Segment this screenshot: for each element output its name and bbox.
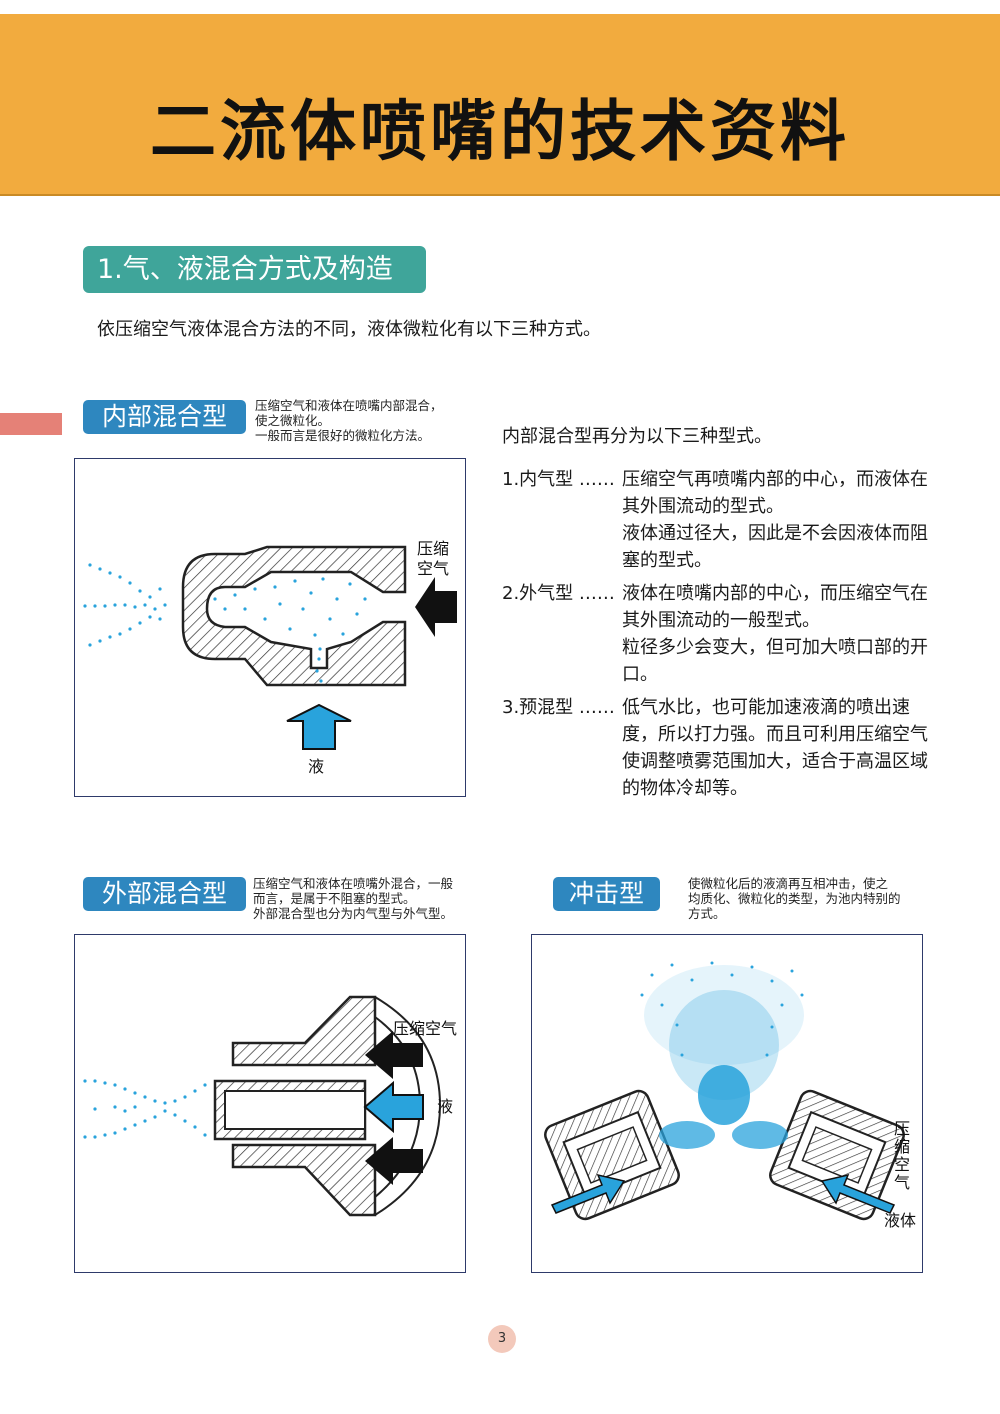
air-arrow-shape (415, 577, 457, 637)
page-number: 3 (488, 1325, 516, 1353)
internal-mix-svg (83, 545, 457, 750)
internal-mix-badge: 内部混合型 (83, 400, 246, 434)
liquid-label: 液体 (884, 1211, 917, 1230)
external-mix-badge: 外部混合型 (83, 877, 246, 911)
impact-note: 使微粒化后的液滴再互相冲击，使之均质化、微粒化的类型，为池内特别的方式。 (688, 876, 901, 921)
air-arrow-upper (365, 1031, 423, 1079)
external-mix-note: 压缩空气和液体在喷嘴外混合，一般而言，是属于不阻塞的型式。外部混合型也分为内气型… (253, 876, 454, 921)
air-label-line1: 压缩 (417, 539, 450, 558)
internal-mix-diagram: 压缩 空气 液 (74, 458, 466, 797)
external-mix-svg (83, 995, 442, 1217)
liquid-arrow (363, 1080, 424, 1134)
spray-dots (83, 563, 367, 683)
liquid-label: 液 (437, 1097, 454, 1116)
impact-diagram: 压缩空气 液体 (531, 934, 923, 1273)
air-label-vertical: 压缩空气 (894, 1119, 911, 1192)
liquid-arrow-right (820, 1173, 896, 1214)
header-band (0, 14, 1000, 196)
spray-cloud (640, 961, 804, 1149)
upper-cap-shape (231, 995, 377, 1067)
air-arrow-lower (365, 1137, 423, 1185)
liquid-arrow-shape (286, 703, 352, 750)
intro-text: 依压缩空气液体混合方法的不同，液体微粒化有以下三种方式。 (97, 319, 601, 340)
spray-dots (83, 1079, 207, 1139)
impact-svg (544, 961, 905, 1221)
air-label: 压缩空气 (393, 1019, 458, 1038)
page-title: 二流体喷嘴的技术资料 (150, 92, 850, 170)
section-heading: 1.气、液混合方式及构造 (83, 246, 426, 293)
liquid-label: 液 (308, 757, 325, 776)
lower-cap-shape (231, 1143, 377, 1217)
air-label-line2: 空气 (417, 559, 450, 578)
external-mix-diagram: 压缩空气 液 (74, 934, 466, 1273)
liquid-arrow-left (550, 1173, 626, 1214)
subtypes-intro: 内部混合型再分为以下三种型式。 (502, 426, 772, 447)
liquid-bore-shape (224, 1090, 366, 1130)
nozzle-body-shape (181, 545, 407, 687)
side-marker (0, 413, 62, 435)
internal-mix-note: 压缩空气和液体在喷嘴内部混合，使之微粒化。一般而言是很好的微粒化方法。 (255, 398, 443, 443)
right-nozzle-shape (769, 1089, 905, 1221)
impact-badge: 冲击型 (553, 877, 660, 911)
